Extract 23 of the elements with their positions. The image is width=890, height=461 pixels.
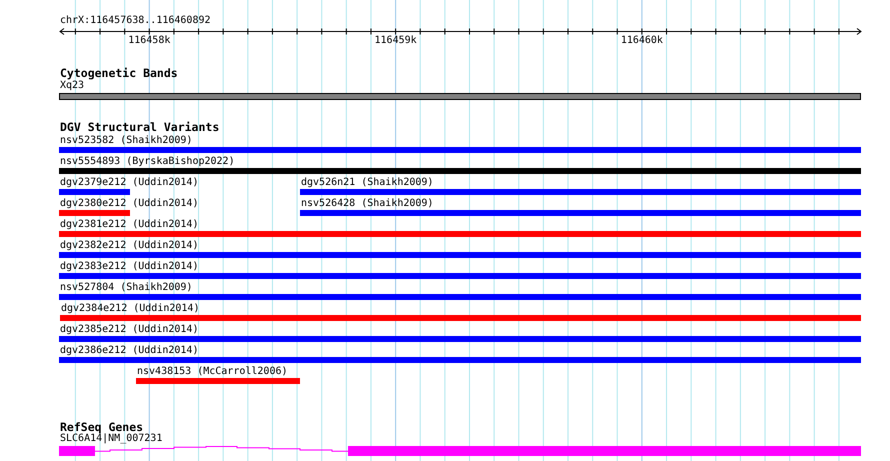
track-title: DGV Structural Variants <box>60 120 220 134</box>
variant-label: nsv527804 (Shaikh2009) <box>60 282 192 294</box>
variant-label: dgv2384e212 (Uddin2014) <box>61 303 200 315</box>
variant-label: dgv2386e212 (Uddin2014) <box>60 345 198 357</box>
variant-label: dgv2382e212 (Uddin2014) <box>60 240 198 252</box>
variant-label: nsv523582 (Shaikh2009) <box>60 135 192 147</box>
variant-label: dgv2379e212 (Uddin2014) <box>60 177 198 189</box>
tick-label: 116459k <box>374 35 417 47</box>
variant-label: dgv2385e212 (Uddin2014) <box>60 324 198 336</box>
track-title: Cytogenetic Bands <box>60 66 178 80</box>
variant-label: dgv2383e212 (Uddin2014) <box>60 261 198 273</box>
variant-label: dgv2381e212 (Uddin2014) <box>60 219 198 231</box>
tick-label: 116458k <box>128 35 170 47</box>
gene-label: SLC6A14|NM_007231 <box>60 433 162 445</box>
tick-label: 116460k <box>620 35 663 47</box>
variant-label: dgv526n21 (Shaikh2009) <box>301 177 434 189</box>
variant-label: nsv526428 (Shaikh2009) <box>301 198 434 210</box>
track-title: RefSeq Genes <box>60 420 144 434</box>
variant-label: nsv5554893 (ByrskaBishop2022) <box>60 156 235 168</box>
band-label: Xq23 <box>60 80 84 92</box>
variant-label: nsv438153 (McCarroll2006) <box>137 366 288 378</box>
variant-label: dgv2380e212 (Uddin2014) <box>60 198 198 210</box>
coordinate-range: chrX:116457638..116460892 <box>60 15 211 27</box>
